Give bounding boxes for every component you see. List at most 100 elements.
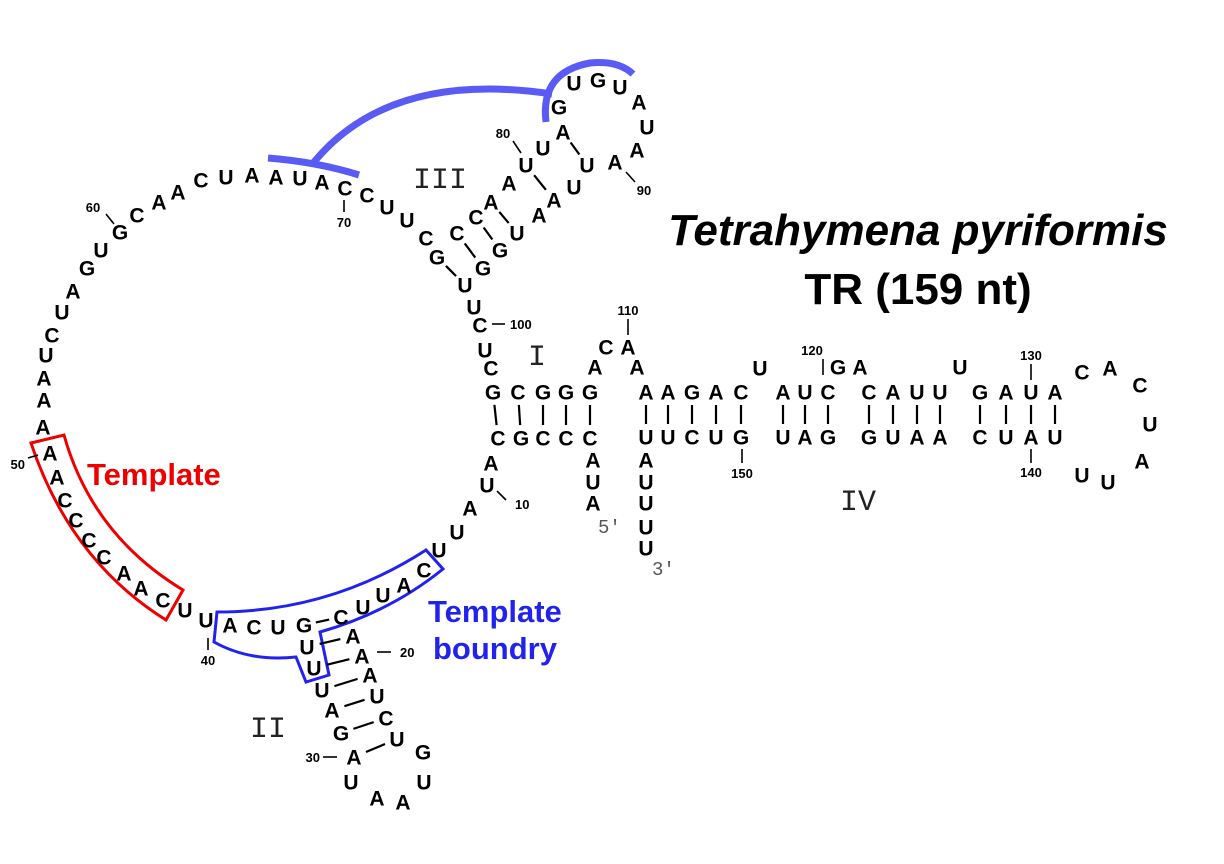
nucleotide-14: C bbox=[416, 560, 431, 583]
nucleotide-45: C bbox=[96, 547, 111, 570]
nucleotide-136: A bbox=[1134, 451, 1149, 474]
nucleotide-74: C bbox=[418, 228, 433, 251]
tick-60 bbox=[105, 213, 115, 225]
nucleotide-72: U bbox=[379, 197, 394, 220]
nucleotide-41: U bbox=[177, 600, 192, 623]
nucleotide-106: G bbox=[558, 382, 574, 405]
nucleotide-61: C bbox=[129, 205, 144, 228]
nucleotide-93: A bbox=[546, 190, 561, 213]
domain-label-IV: IV bbox=[840, 486, 876, 520]
nucleotide-121: G bbox=[830, 357, 846, 380]
nucleotide-77: C bbox=[468, 207, 483, 230]
base-pair-82-91 bbox=[569, 141, 581, 156]
nucleotide-91: U bbox=[579, 155, 594, 178]
tick-90 bbox=[625, 171, 636, 183]
nucleotide-62: A bbox=[151, 192, 166, 215]
nucleotide-152: C bbox=[684, 427, 699, 450]
nucleotide-35: U bbox=[299, 637, 314, 660]
nucleotide-54: U bbox=[38, 345, 53, 368]
nucleotide-51: A bbox=[35, 417, 50, 440]
nucleotide-12: U bbox=[449, 522, 464, 545]
nucleotide-131: A bbox=[1047, 382, 1062, 405]
nucleotide-20: A bbox=[354, 646, 369, 669]
nucleotide-148: A bbox=[797, 427, 812, 450]
nucleotide-122: A bbox=[852, 357, 867, 380]
tick-50 bbox=[27, 454, 39, 459]
nucleotide-132: C bbox=[1074, 362, 1089, 385]
nucleotide-66: A bbox=[244, 165, 259, 188]
nucleotide-33: U bbox=[314, 680, 329, 703]
nucleotide-104: C bbox=[510, 382, 525, 405]
nucleotide-103: G bbox=[485, 382, 501, 405]
nucleotide-92: U bbox=[566, 177, 581, 200]
nucleotide-11: A bbox=[462, 498, 477, 521]
nucleotide-140: A bbox=[1023, 427, 1038, 450]
nucleotide-108: A bbox=[587, 357, 602, 380]
nucleotide-155: A bbox=[638, 450, 653, 473]
nucleotide-2: U bbox=[585, 472, 600, 495]
nucleotide-64: C bbox=[193, 170, 208, 193]
nucleotide-65: U bbox=[218, 167, 233, 190]
nucleotide-97: G bbox=[475, 258, 491, 281]
nucleotide-47: C bbox=[68, 510, 83, 533]
nucleotide-17: U bbox=[355, 597, 370, 620]
nucleotide-89: A bbox=[629, 140, 644, 163]
position-label-120: 120 bbox=[801, 343, 823, 358]
nucleotide-56: U bbox=[54, 302, 69, 325]
tick-80 bbox=[512, 140, 522, 154]
tick-10 bbox=[496, 490, 507, 501]
nucleotide-55: C bbox=[44, 325, 59, 348]
nucleotide-27: A bbox=[395, 792, 410, 815]
nucleotide-39: A bbox=[222, 615, 237, 638]
nucleotide-123: C bbox=[861, 382, 876, 405]
nucleotide-24: U bbox=[389, 729, 404, 752]
nucleotide-133: A bbox=[1102, 358, 1117, 381]
nucleotide-50: A bbox=[42, 443, 57, 466]
base-pair-80-93 bbox=[533, 174, 547, 191]
nucleotide-149: U bbox=[775, 427, 790, 450]
pseudoknot-bracket-right bbox=[541, 59, 636, 123]
nucleotide-101: U bbox=[477, 340, 492, 363]
base-pair-21-33 bbox=[334, 677, 358, 688]
domain-label-I: I bbox=[528, 341, 546, 375]
nucleotide-107: G bbox=[582, 382, 598, 405]
nucleotide-49: A bbox=[49, 467, 64, 490]
base-pair-75-98 bbox=[445, 265, 457, 277]
nucleotide-10: U bbox=[479, 475, 494, 498]
nucleotide-102: C bbox=[483, 358, 498, 381]
nucleotide-59: U bbox=[93, 240, 108, 263]
nucleotide-15: A bbox=[396, 575, 411, 598]
position-label-70: 70 bbox=[337, 215, 351, 230]
position-label-150: 150 bbox=[731, 466, 753, 481]
nucleotide-94: A bbox=[531, 205, 546, 228]
nucleotide-53: A bbox=[36, 368, 51, 391]
position-label-80: 80 bbox=[496, 126, 510, 141]
nucleotide-99: U bbox=[466, 297, 481, 320]
nucleotide-113: A bbox=[660, 382, 675, 405]
nucleotide-37: U bbox=[270, 617, 285, 640]
nucleotide-105: G bbox=[535, 382, 551, 405]
nucleotide-156: U bbox=[638, 472, 653, 495]
nucleotide-22: U bbox=[369, 686, 384, 709]
nucleotide-145: U bbox=[885, 427, 900, 450]
nucleotide-19: A bbox=[345, 626, 360, 649]
position-label-100: 100 bbox=[510, 317, 532, 332]
template-boundary-label-line2: boundry bbox=[433, 631, 558, 666]
nucleotide-78: A bbox=[483, 192, 498, 215]
nucleotide-40: U bbox=[198, 610, 213, 633]
nucleotide-157: U bbox=[638, 493, 653, 516]
template-box bbox=[29, 433, 186, 623]
nucleotide-26: U bbox=[416, 772, 431, 795]
nucleotide-73: U bbox=[399, 210, 414, 233]
three-prime-end-label: 3' bbox=[652, 559, 675, 581]
nucleotide-76: C bbox=[449, 223, 464, 246]
nucleotide-147: G bbox=[820, 427, 836, 450]
nucleotide-110: A bbox=[620, 337, 635, 360]
base-pair-78-95 bbox=[498, 211, 510, 224]
nucleotide-120: C bbox=[820, 382, 835, 405]
nucleotide-150: G bbox=[733, 427, 749, 450]
nucleotide-130: U bbox=[1023, 382, 1038, 405]
nucleotide-83: G bbox=[551, 97, 567, 120]
nucleotide-159: U bbox=[638, 538, 653, 561]
nucleotide-119: U bbox=[797, 382, 812, 405]
